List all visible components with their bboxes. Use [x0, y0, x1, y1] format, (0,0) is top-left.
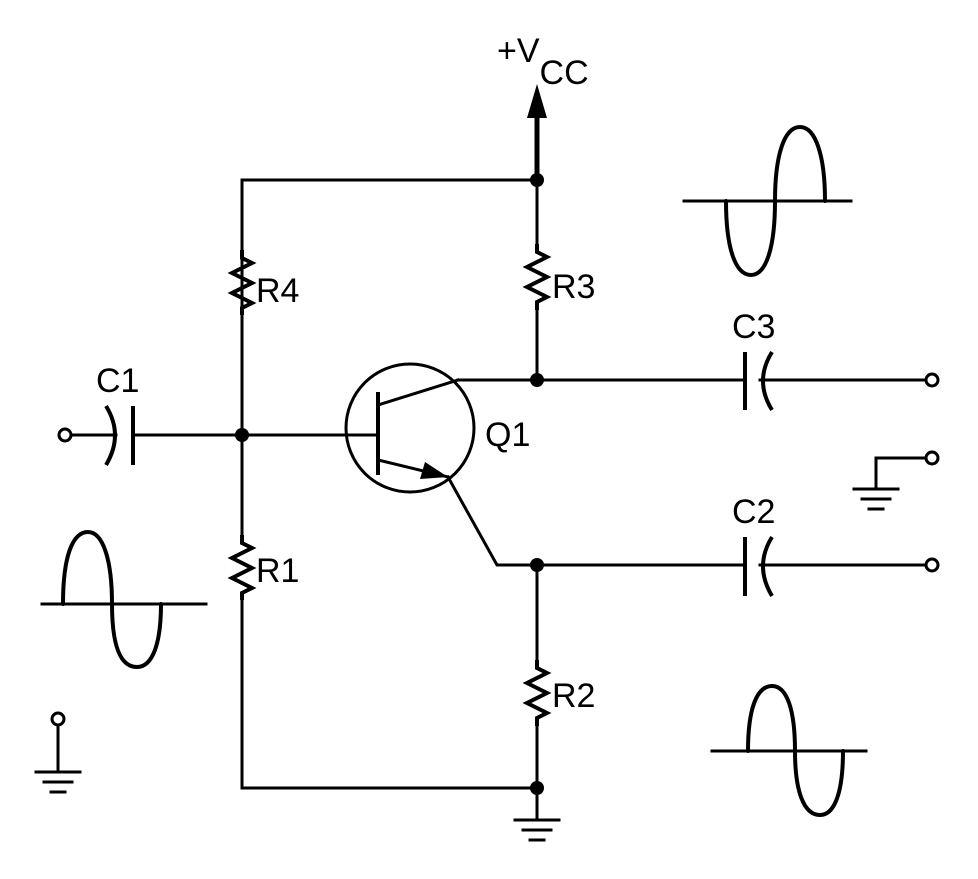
input-waveform	[40, 530, 208, 669]
transistor-q1-collector-lead	[376, 378, 460, 407]
vcc-label: +VCC	[497, 32, 589, 92]
resistor-r2-label: R2	[552, 677, 595, 715]
collector-waveform	[682, 125, 853, 277]
capacitor-c1-label: C1	[96, 362, 139, 400]
input-sine-wave-icon	[61, 530, 163, 669]
emitter-sine-wave-icon	[746, 684, 845, 817]
bottom-rail-wire	[240, 598, 539, 790]
capacitor-c2: C2	[732, 493, 940, 598]
emitter-waveform	[710, 684, 868, 817]
transistor-q1: Q1	[344, 362, 530, 494]
capacitor-c3-label: C3	[732, 308, 775, 346]
capacitor-c3: C3	[732, 308, 940, 412]
emitter-wire	[445, 474, 747, 567]
vcc-label-prefix: +V	[497, 32, 540, 70]
output-c2-terminal-icon	[924, 557, 940, 573]
resistor-r3-zigzag-icon	[522, 244, 552, 310]
resistor-r3-label: R3	[552, 268, 595, 306]
left-ground-terminal-icon	[50, 711, 66, 727]
vcc-arrow-icon	[527, 84, 547, 118]
capacitor-c1-curved-plate-icon	[104, 404, 117, 467]
left-ground-terminal	[34, 711, 82, 794]
resistor-r1-zigzag-icon	[227, 535, 257, 600]
collector-sine-wave-icon	[724, 125, 827, 277]
junction-dot-top	[530, 173, 544, 187]
resistor-r4-zigzag-icon	[227, 250, 257, 315]
bottom-ground	[513, 786, 561, 842]
capacitor-c2-label: C2	[732, 493, 775, 531]
resistor-r4-label: R4	[256, 272, 299, 310]
capacitor-c1: C1	[96, 362, 377, 467]
resistor-r3: R3	[522, 244, 595, 310]
input-terminal	[57, 427, 118, 443]
right-ground-terminal	[852, 450, 940, 511]
junction-dot-collector	[530, 373, 544, 387]
top-rail-wire	[240, 178, 539, 307]
right-ground-wire	[874, 456, 928, 489]
transistor-q1-emitter-arrow-icon	[420, 462, 448, 479]
resistor-r1: R1	[227, 535, 299, 600]
input-terminal-icon	[57, 427, 73, 443]
vcc-label-subscript: CC	[540, 54, 589, 92]
resistor-r2: R2	[522, 563, 595, 726]
output-c3-terminal-icon	[924, 372, 940, 388]
transistor-q1-envelope-icon	[344, 362, 476, 494]
resistor-r4: R4	[227, 250, 299, 315]
transistor-q1-label: Q1	[485, 416, 530, 454]
vcc-supply: +VCC	[497, 32, 589, 180]
right-ground-terminal-icon	[924, 450, 940, 466]
resistor-r2-zigzag-icon	[522, 660, 552, 726]
resistor-r1-label: R1	[256, 552, 299, 590]
